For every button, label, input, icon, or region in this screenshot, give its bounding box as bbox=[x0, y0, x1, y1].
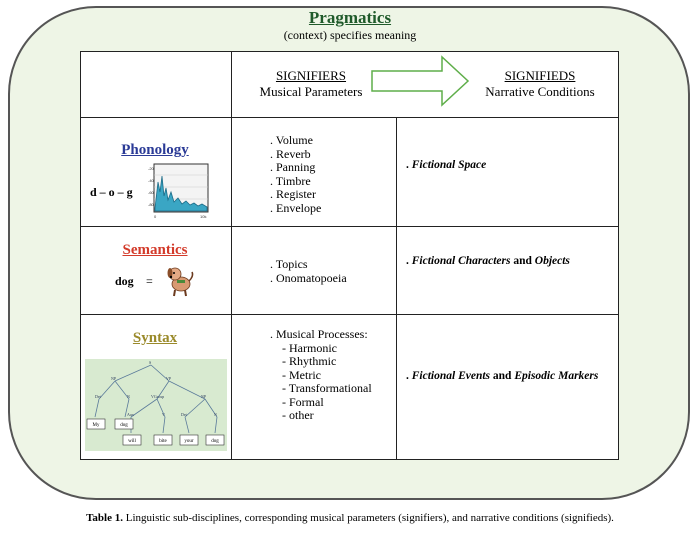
narr-text-b: Episodic Markers bbox=[514, 370, 599, 382]
svg-text:Det: Det bbox=[95, 394, 102, 399]
svg-text:-20: -20 bbox=[148, 166, 155, 171]
signifiers-title: SIGNIFIERS bbox=[275, 68, 347, 83]
signifieds-subtitle: Narrative Conditions bbox=[485, 84, 595, 99]
param-item: . Envelope bbox=[270, 200, 322, 215]
syntax-tree-diagram: S NP VP Det N VGroup NP Aux V Det N My d… bbox=[85, 359, 227, 451]
tree-leaf: My bbox=[93, 423, 100, 428]
tree-leaf: dog bbox=[120, 423, 128, 428]
syntax-params: . Musical Processes: - Harmonic - Rhythm… bbox=[270, 327, 372, 423]
table-caption: Table 1. Linguistic sub-disciplines, cor… bbox=[0, 512, 700, 524]
param-item: - Transformational bbox=[282, 381, 372, 395]
signifiers-header: SIGNIFIERS Musical Parameters bbox=[236, 68, 386, 100]
equals-sign: = bbox=[146, 274, 153, 288]
param-item: - Harmonic bbox=[282, 340, 337, 355]
svg-text:-60: -60 bbox=[148, 190, 155, 195]
caption-text: Linguistic sub-disciplines, correspondin… bbox=[122, 512, 614, 524]
svg-text:N: N bbox=[214, 412, 217, 417]
param-item: . Topics bbox=[270, 257, 308, 271]
signifieds-title: SIGNIFIEDS bbox=[504, 68, 576, 83]
signifiers-subtitle: Musical Parameters bbox=[259, 84, 363, 99]
svg-text:NP: NP bbox=[201, 394, 207, 399]
param-item: - Formal bbox=[282, 394, 324, 409]
narr-prefix: . bbox=[406, 255, 412, 267]
svg-text:10k: 10k bbox=[200, 214, 206, 219]
param-heading: . Musical Processes: bbox=[270, 327, 368, 341]
spectrogram-image: -20 -40 -60 -80 0 10k bbox=[148, 163, 209, 219]
param-item: - Rhythmic bbox=[282, 354, 337, 368]
tree-leaf: bite bbox=[159, 439, 167, 444]
phonology-narrative: . Fictional Space bbox=[406, 159, 486, 171]
svg-text:VGroup: VGroup bbox=[151, 394, 164, 399]
tree-leaf: your bbox=[184, 439, 194, 444]
syntax-subparams: - Harmonic - Rhythmic - Metric - Transfo… bbox=[270, 340, 372, 423]
param-item: . Onomatopoeia bbox=[270, 270, 347, 285]
param-item: . Panning bbox=[270, 160, 316, 174]
dog-icon bbox=[167, 267, 194, 297]
row-divider bbox=[81, 226, 618, 227]
tree-leaf: dog bbox=[211, 439, 219, 444]
svg-text:-40: -40 bbox=[148, 178, 155, 183]
narr-text: Fictional Space bbox=[411, 159, 487, 171]
narr-prefix: . bbox=[406, 370, 412, 382]
phonology-example: d – o – g bbox=[90, 185, 133, 199]
row-divider bbox=[81, 314, 618, 315]
signifieds-header: SIGNIFIEDS Narrative Conditions bbox=[470, 68, 610, 100]
narr-and: and bbox=[510, 255, 535, 267]
column-divider bbox=[396, 117, 397, 459]
row-divider bbox=[81, 117, 618, 118]
narr-text-b: Objects bbox=[534, 255, 570, 267]
svg-text:V: V bbox=[162, 412, 165, 417]
phonology-params: . Volume . Reverb . Panning . Timbre . R… bbox=[270, 133, 322, 215]
svg-text:VP: VP bbox=[166, 376, 172, 381]
svg-text:N: N bbox=[127, 394, 130, 399]
pragmatics-title: Pragmatics bbox=[308, 8, 392, 27]
column-divider bbox=[231, 52, 232, 459]
semantics-title: Semantics bbox=[122, 242, 188, 258]
svg-text:Det: Det bbox=[181, 412, 188, 417]
param-item: - Metric bbox=[282, 367, 321, 382]
param-item: . Volume bbox=[270, 133, 313, 147]
arrow-right-icon bbox=[371, 55, 470, 107]
caption-label: Table 1. bbox=[86, 512, 123, 524]
narr-and: and bbox=[490, 370, 515, 382]
semantics-word: dog bbox=[115, 274, 134, 288]
param-item: - other bbox=[282, 408, 314, 422]
narr-text-a: Fictional Characters bbox=[411, 255, 511, 267]
semantics-params: . Topics . Onomatopoeia bbox=[270, 257, 347, 285]
syntax-title: Syntax bbox=[132, 330, 178, 346]
semantics-narrative: . Fictional Characters and Objects bbox=[406, 255, 570, 267]
svg-text:-80: -80 bbox=[148, 202, 155, 207]
param-item: . Timbre bbox=[270, 173, 311, 188]
narr-text-a: Fictional Events bbox=[411, 370, 491, 382]
param-item: . Register bbox=[270, 187, 316, 201]
param-item: . Reverb bbox=[270, 146, 311, 161]
narr-prefix: . bbox=[406, 159, 412, 171]
phonology-title: Phonology bbox=[121, 142, 189, 158]
svg-text:NP: NP bbox=[111, 376, 117, 381]
svg-text:S: S bbox=[149, 360, 151, 365]
svg-text:Aux: Aux bbox=[127, 412, 134, 417]
pragmatics-subtitle: (context) specifies meaning bbox=[283, 28, 417, 42]
svg-text:0: 0 bbox=[154, 214, 157, 219]
syntax-narrative: . Fictional Events and Episodic Markers bbox=[406, 370, 598, 382]
tree-leaf: will bbox=[128, 439, 136, 444]
